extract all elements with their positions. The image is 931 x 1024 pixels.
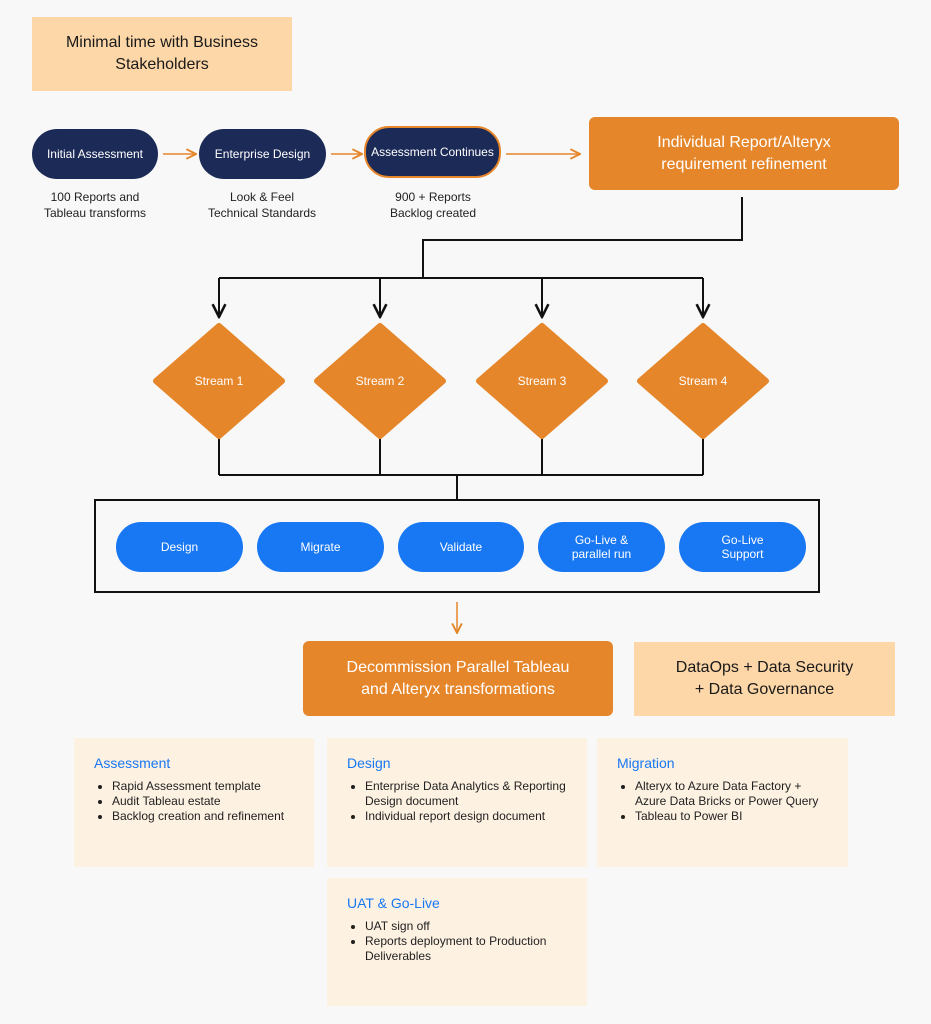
card-title: Assessment xyxy=(94,755,171,771)
step-label: parallel run xyxy=(571,547,632,561)
card-item: Backlog creation and refinement xyxy=(112,809,294,824)
initial-assessment-label: Initial Assessment xyxy=(46,147,144,161)
caption-line: 900 + Reports xyxy=(395,190,471,204)
design-card: Design Enterprise Data Analytics & Repor… xyxy=(327,738,587,867)
assessment-continues-node: Assessment Continues xyxy=(364,126,501,178)
step-label: Design xyxy=(160,540,199,554)
header-note-line-2: Stakeholders xyxy=(115,56,209,73)
initial-assessment-node: Initial Assessment xyxy=(32,129,158,179)
dataops-box: DataOps + Data Security + Data Governanc… xyxy=(634,642,895,716)
card-item: Tableau to Power BI xyxy=(635,809,828,824)
card-title: UAT & Go-Live xyxy=(347,895,440,911)
stream-3-label: Stream 3 xyxy=(517,374,567,388)
enterprise-design-label: Enterprise Design xyxy=(214,147,311,161)
step-label: Migrate xyxy=(300,540,341,554)
caption-line: Technical Standards xyxy=(207,206,317,220)
step-design: Design xyxy=(116,522,243,572)
enterprise-design-node: Enterprise Design xyxy=(199,129,326,179)
uat-go-live-card: UAT & Go-Live UAT sign off Reports deplo… xyxy=(327,878,587,1006)
refinement-line-2: requirement refinement xyxy=(661,155,827,173)
dataops-line-1: DataOps + Data Security xyxy=(675,659,854,676)
execution-steps-frame xyxy=(94,499,820,593)
step-label: Go-Live & xyxy=(574,533,629,547)
caption-line: 100 Reports and xyxy=(50,190,140,204)
card-item: Enterprise Data Analytics & Reporting De… xyxy=(365,779,567,809)
stream-4-label: Stream 4 xyxy=(678,374,728,388)
decommission-line-1: Decommission Parallel Tableau xyxy=(346,658,570,676)
initial-assessment-caption: 100 Reports and Tableau transforms xyxy=(20,189,170,221)
caption-line: Tableau transforms xyxy=(43,206,147,220)
requirement-refinement-box: Individual Report/Alteryx requirement re… xyxy=(589,117,899,190)
card-item: Audit Tableau estate xyxy=(112,794,294,809)
stream-2-diamond xyxy=(314,323,446,439)
stream-4-diamond xyxy=(637,323,769,439)
stream-1-diamond xyxy=(153,323,285,439)
card-item: Alteryx to Azure Data Factory + Azure Da… xyxy=(635,779,828,809)
header-note-line-1: Minimal time with Business xyxy=(65,34,259,51)
dataops-line-2: + Data Governance xyxy=(694,681,835,698)
step-migrate: Migrate xyxy=(257,522,384,572)
migration-card: Migration Alteryx to Azure Data Factory … xyxy=(597,738,848,867)
card-title: Migration xyxy=(617,755,675,771)
card-item: Rapid Assessment template xyxy=(112,779,294,794)
assessment-card: Assessment Rapid Assessment template Aud… xyxy=(74,738,314,867)
card-item: Reports deployment to Production Deliver… xyxy=(365,934,567,964)
step-label: Go-Live xyxy=(721,533,764,547)
card-list: UAT sign off Reports deployment to Produ… xyxy=(347,919,567,964)
step-label: Validate xyxy=(439,540,483,554)
assessment-continues-label: Assessment Continues xyxy=(371,145,494,159)
card-item: Individual report design document xyxy=(365,809,567,824)
enterprise-design-caption: Look & Feel Technical Standards xyxy=(187,189,337,221)
refinement-line-1: Individual Report/Alteryx xyxy=(657,133,831,151)
caption-line: Look & Feel xyxy=(229,190,295,204)
header-note: Minimal time with Business Stakeholders xyxy=(32,17,292,91)
stream-3-diamond xyxy=(476,323,608,439)
step-go-live-support: Go-Live Support xyxy=(679,522,806,572)
stream-1-label: Stream 1 xyxy=(194,374,244,388)
caption-line: Backlog created xyxy=(389,206,477,220)
step-go-live-parallel: Go-Live & parallel run xyxy=(538,522,665,572)
connector-refinement-down xyxy=(422,197,743,278)
step-label: Support xyxy=(721,547,764,561)
assessment-continues-caption: 900 + Reports Backlog created xyxy=(358,189,508,221)
card-title: Design xyxy=(347,755,391,771)
card-item: UAT sign off xyxy=(365,919,567,934)
card-list: Rapid Assessment template Audit Tableau … xyxy=(94,779,294,824)
step-validate: Validate xyxy=(398,522,524,572)
card-list: Enterprise Data Analytics & Reporting De… xyxy=(347,779,567,824)
decommission-line-2: and Alteryx transformations xyxy=(361,680,555,698)
card-list: Alteryx to Azure Data Factory + Azure Da… xyxy=(617,779,828,824)
decommission-box: Decommission Parallel Tableau and Altery… xyxy=(303,641,613,716)
stream-2-label: Stream 2 xyxy=(355,374,405,388)
